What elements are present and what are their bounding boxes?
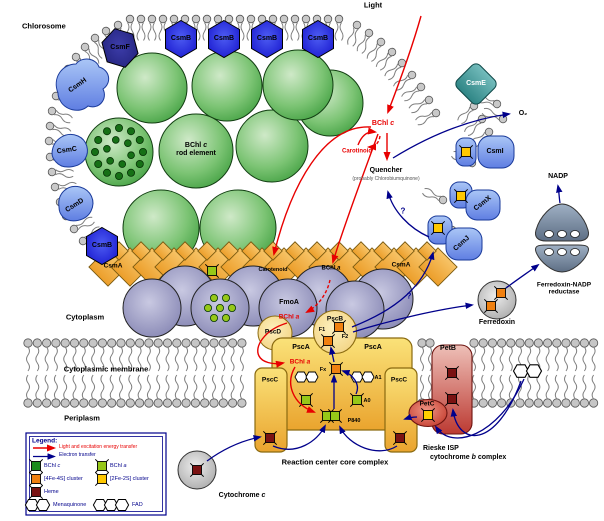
arrow-fnr-to-nadp [556, 184, 563, 204]
heme-icon [392, 430, 408, 446]
4fe4s-icon [493, 285, 509, 301]
rod-cross-section-bchl-c-pigments [91, 124, 147, 180]
bchl-a-icon [327, 408, 343, 424]
arrow-mq-to-petb-heme [450, 380, 522, 437]
arrow-fmoa-to-rc-bchla [257, 322, 288, 368]
heme-icon [444, 365, 460, 381]
arrow-petc-to-pscc [403, 413, 418, 421]
arrow-bchlc-to-carotenoid-baseplate [272, 126, 372, 257]
4fe4s-icon [320, 333, 336, 349]
csmh-protein [55, 58, 110, 111]
arrow-rc-bchla-to-p840 [290, 366, 316, 413]
csmb-hexagon [251, 20, 283, 58]
bchl-a-icon [349, 392, 365, 408]
arrow-fx-to-pscb [329, 346, 336, 363]
arrow-pscc-right-to-p840 [339, 425, 398, 452]
heme-icon [28, 484, 44, 500]
heme-icon [444, 391, 460, 407]
4fe4s-icon [331, 319, 347, 335]
arrow-a0-to-fx [341, 369, 358, 395]
energy-transfer-arrows [257, 15, 422, 413]
arrow-bchlc-to-bchla-baseplate [331, 133, 379, 265]
bchl-c-rods [84, 49, 364, 267]
csmx-protein [449, 181, 501, 221]
pscc-left [254, 367, 288, 453]
bchl-a-icon [94, 458, 110, 474]
2fe2s-icon [458, 144, 474, 160]
4fe4s-icon [483, 298, 499, 314]
arrow-pscc-left-to-p840 [272, 424, 326, 450]
4fe4s-icon [28, 471, 44, 487]
csmc-protein [51, 134, 88, 168]
csmf-hexagon [101, 28, 139, 68]
arrow-light-to-bchlc [387, 15, 422, 114]
2fe2s-icon [453, 188, 469, 204]
2fe2s-icon [430, 220, 446, 236]
heme-icon [262, 430, 278, 446]
arrow-carotinoid-to-bchlc [357, 127, 378, 146]
arrow-csmj-to-quencher [386, 190, 430, 238]
2fe2s-icon [94, 471, 110, 487]
electron-transfer-arrows [206, 111, 563, 462]
arrow-cytc-to-pscc [206, 435, 262, 462]
arrow-quencher-to-o2 [392, 111, 511, 159]
heme-icon [189, 462, 205, 478]
arrow-pscb-to-csmj [351, 251, 435, 328]
csmb-hexagon [165, 20, 197, 58]
fmoa-bchl-a-pigments [203, 293, 236, 322]
arrow-pscb-to-ferredoxin [352, 302, 474, 333]
csmd-protein [58, 185, 94, 222]
menaquinone-icon [525, 364, 543, 378]
pscb-protein [312, 309, 358, 355]
4fe4s-icon [328, 361, 344, 377]
arrow-bchlc-to-carotinoid [366, 135, 381, 151]
rod-element-labeled [158, 113, 234, 189]
csme-diamond [455, 63, 497, 105]
arrow-ferredoxin-to-fnr [505, 263, 540, 289]
fnr-protein [535, 203, 589, 273]
legend-box [24, 432, 167, 516]
2fe2s-icon [420, 407, 436, 423]
bchl-c-icon [28, 458, 44, 474]
